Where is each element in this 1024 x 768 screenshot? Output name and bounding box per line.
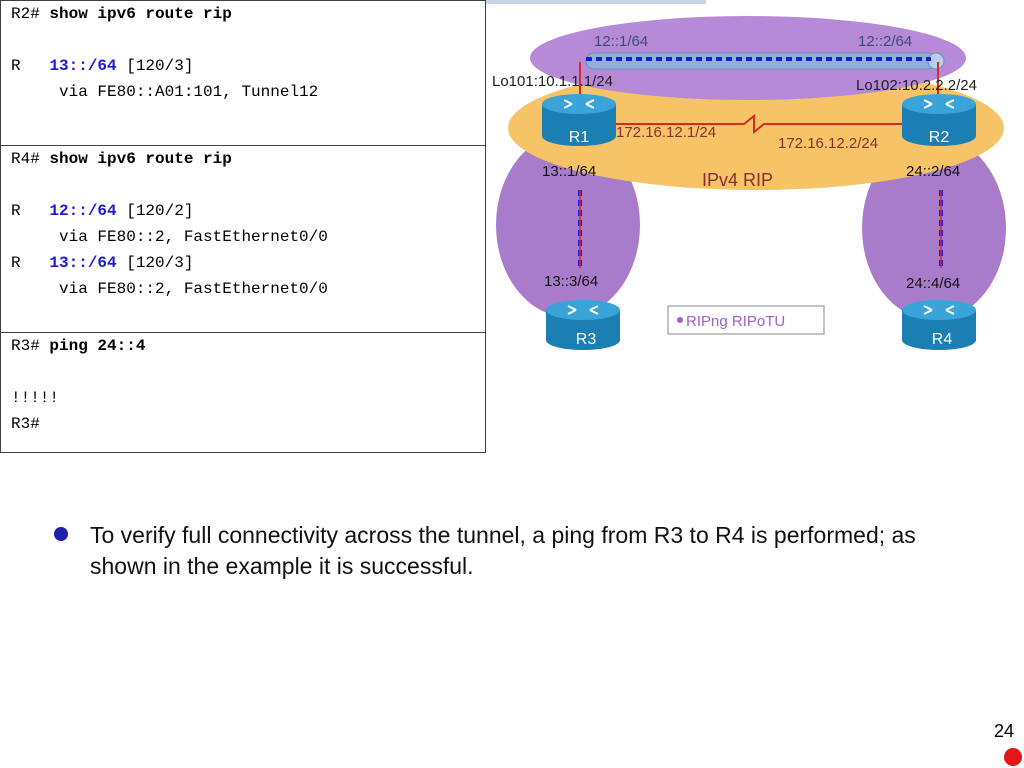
network-topology-diagram: R1 R2 R3 R4 12::1/64 12::2/64 Lo101:10.1… (486, 0, 1006, 350)
router-r4-icon: R4 (902, 300, 976, 350)
legend-label: RIPng RIPoTU (686, 313, 785, 330)
cli-line: R2# show ipv6 route rip (1, 1, 485, 27)
tunnel-left-address: 12::1/64 (594, 33, 648, 50)
cli-line (1, 172, 485, 198)
page-number: 24 (993, 721, 1014, 741)
cli-line: via FE80::A01:101, Tunnel12 (1, 79, 485, 105)
serial-left-address: 172.16.12.1/24 (616, 124, 716, 141)
top-band (486, 0, 706, 4)
cli-command: show ipv6 route rip (49, 5, 232, 23)
route-code: R (11, 57, 50, 75)
r2-down-address: 24::2/64 (906, 163, 960, 180)
router-r1-label: R1 (569, 129, 590, 146)
cli-prompt: R2# (11, 5, 50, 23)
cli-line: R 12::/64 [120/2] (1, 198, 485, 224)
cli-line: R3# (1, 411, 485, 437)
bullet-point: To verify full connectivity across the t… (54, 520, 934, 582)
cli-line (1, 27, 485, 53)
r1-down-address: 13::1/64 (542, 163, 596, 180)
route-code: R (11, 254, 50, 272)
cli-text: via FE80::2, FastEthernet0/0 (11, 280, 328, 298)
bullet-text: To verify full connectivity across the t… (90, 522, 916, 579)
loopback-left-label: Lo101:10.1.1.1/24 (492, 73, 613, 90)
ipv4-rip-label: IPv4 RIP (702, 170, 773, 190)
cli-prompt: R3# (11, 337, 50, 355)
loopback-right-label: Lo102:10.2.2.2/24 (856, 77, 977, 94)
route-metric: [120/2] (116, 202, 194, 220)
serial-right-address: 172.16.12.2/24 (778, 135, 878, 152)
router-r3-icon: R3 (546, 300, 620, 350)
cli-line: R 13::/64 [120/3] (1, 250, 485, 276)
cli-command: ping 24::4 (49, 337, 146, 355)
bullet-icon (54, 527, 68, 541)
r3-up-address: 13::3/64 (544, 273, 598, 290)
ripng-area-r2-r4 (862, 136, 1006, 320)
tunnel-right-address: 12::2/64 (858, 33, 912, 50)
legend-marker-icon (677, 317, 683, 323)
cli-line: R 13::/64 [120/3] (1, 53, 485, 79)
route-prefix: 12::/64 (49, 202, 117, 220)
legend-box (667, 305, 825, 335)
serial-link-r1-r2 (604, 113, 906, 135)
ipv4-rip-cloud (508, 66, 1004, 190)
cli-text: !!!!! (11, 389, 60, 407)
cli-text: R3# (11, 415, 40, 433)
router-r4-label: R4 (932, 331, 953, 348)
route-metric: [120/3] (116, 57, 194, 75)
r4-up-address: 24::4/64 (906, 275, 960, 292)
router-r3-label: R3 (576, 331, 597, 348)
cli-text: via FE80::2, FastEthernet0/0 (11, 228, 328, 246)
cli-line: R4# show ipv6 route rip (1, 146, 485, 172)
cli-line: !!!!! (1, 385, 485, 411)
cli-line: via FE80::2, FastEthernet0/0 (1, 276, 485, 302)
red-dot-icon (1004, 748, 1022, 766)
cli-command: show ipv6 route rip (49, 150, 232, 168)
cli-prompt: R4# (11, 150, 50, 168)
cli-output-r3-ping: R3# ping 24::4!!!!!R3# (0, 332, 486, 453)
router-r2-label: R2 (929, 129, 950, 146)
router-r2-icon: R2 (902, 94, 976, 146)
ripng-area-r1-r3 (496, 133, 640, 317)
cli-line (1, 359, 485, 385)
route-code: R (11, 202, 50, 220)
router-r1-icon: R1 (542, 94, 616, 146)
route-prefix: 13::/64 (49, 57, 117, 75)
cli-text: via FE80::A01:101, Tunnel12 (11, 83, 319, 101)
cli-line: via FE80::2, FastEthernet0/0 (1, 224, 485, 250)
route-prefix: 13::/64 (49, 254, 117, 272)
cli-line: R3# ping 24::4 (1, 333, 485, 359)
route-metric: [120/3] (116, 254, 194, 272)
